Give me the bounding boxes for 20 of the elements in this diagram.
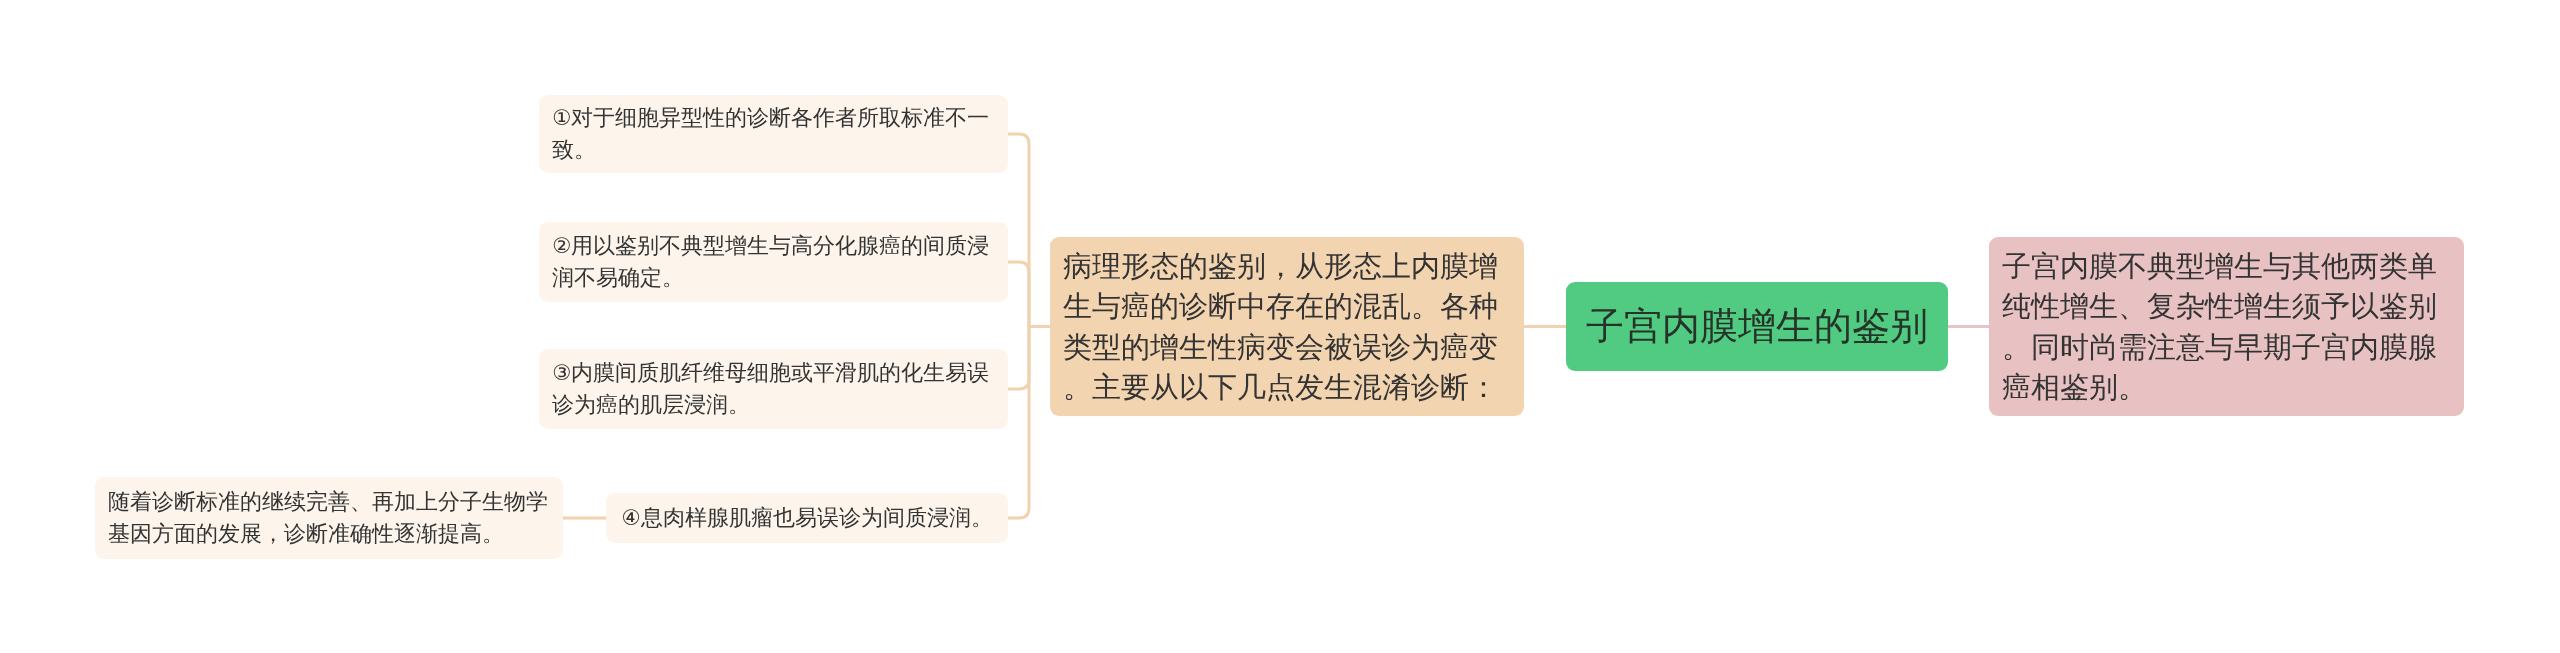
central-topic-box <box>1566 282 1948 371</box>
subtopic-box <box>539 349 1008 429</box>
central-topic-text: 子宫内膜增生的鉴别 <box>1585 302 1929 350</box>
subtopic-text: ②用以鉴别不典型增生与高分化腺癌的间质浸润不易确定。 <box>552 232 991 292</box>
branch-topic-text: 子宫内膜不典型增生与其他两类单纯性增生、复杂性增生须予以鉴别。同时尚需注意与早期子宫内膜腺癌相鉴别。 <box>2002 248 2438 406</box>
subtopic-text: 随着诊断标准的继续完善、再加上分子生物学基因方面的发展，诊断准确性逐渐提高。 <box>108 488 549 548</box>
subtopic-text: ④息肉样腺肌瘤也易误诊为间质浸润。 <box>620 504 994 533</box>
connector-line <box>563 516 606 520</box>
subtopic-box <box>539 95 1008 173</box>
subtopic-box <box>606 493 1008 543</box>
connector-line <box>1524 325 1566 328</box>
branch-topic-text: 病理形态的鉴别，从形态上内膜增生与癌的诊断中存在的混乱。各种类型的增生性病变会被误诊为癌变。主要从以下几点发生混淆诊断： <box>1063 248 1499 406</box>
subtopic-box <box>539 222 1008 302</box>
connector-line <box>1008 325 1050 520</box>
subtopic-text: ③内膜间质肌纤维母细胞或平滑肌的化生易误诊为癌的肌层浸润。 <box>552 359 991 419</box>
connector-line <box>1948 325 1989 328</box>
subtopic-text: ①对于细胞异型性的诊断各作者所取标准不一致。 <box>552 104 991 164</box>
branch-topic-box <box>1989 237 2464 416</box>
branch-topic-box <box>1050 237 1524 416</box>
subtopic-box <box>95 477 563 559</box>
